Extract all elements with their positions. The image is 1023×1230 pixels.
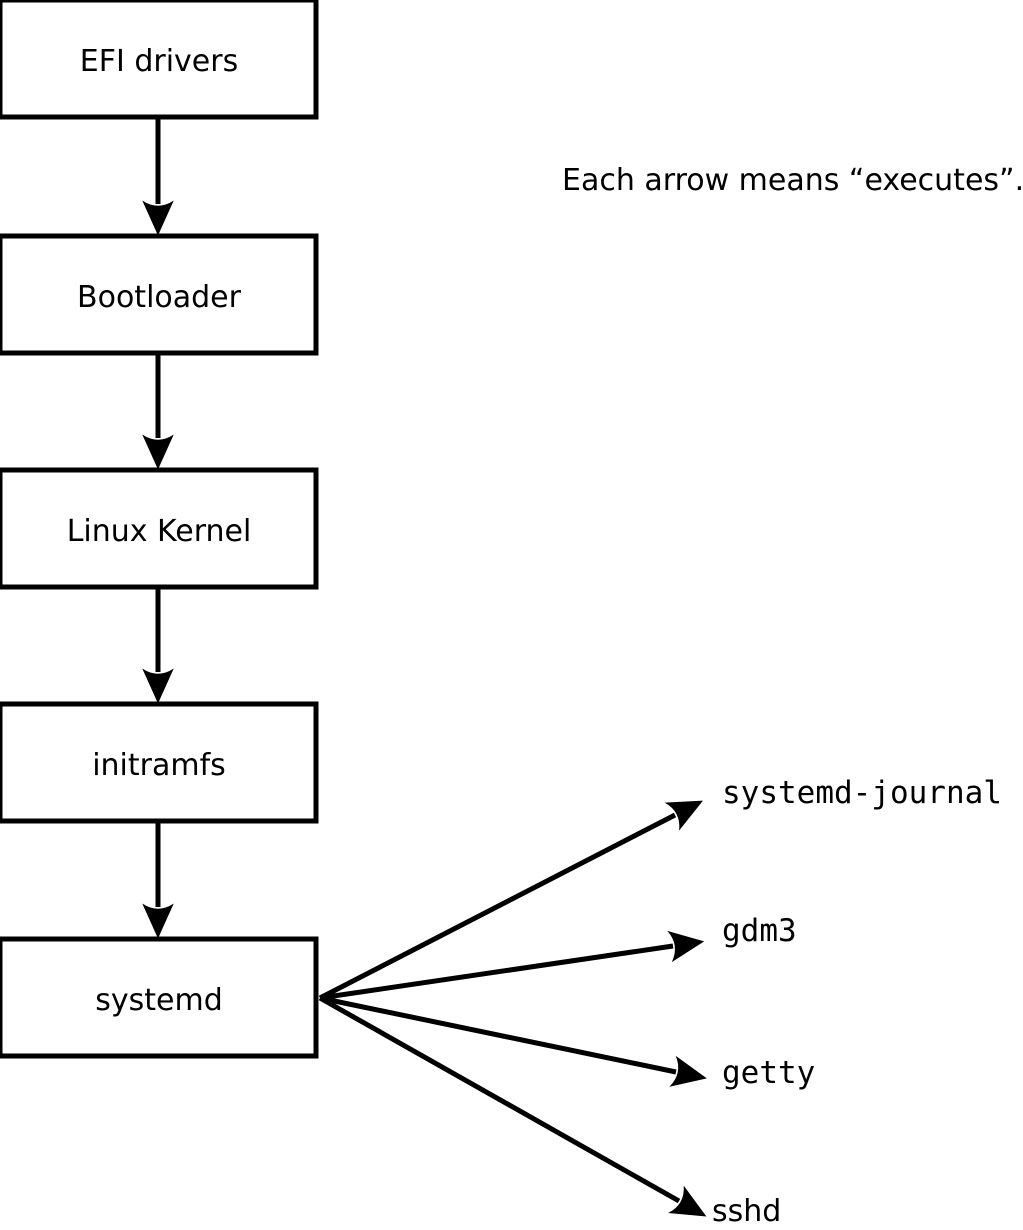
arrow-systemd-to-sshd xyxy=(318,995,707,1217)
box-initramfs-rect xyxy=(0,701,319,824)
box-systemd: systemd xyxy=(0,936,319,1059)
box-systemd-label: systemd xyxy=(95,983,223,1018)
box-efi-drivers-rect xyxy=(0,0,319,120)
box-efi-drivers-label: EFI drivers xyxy=(80,44,238,79)
box-bootloader: Bootloader xyxy=(0,233,319,356)
box-linux-kernel-label: Linux Kernel xyxy=(67,514,252,549)
box-linux-kernel: Linux Kernel xyxy=(0,467,319,590)
label-systemd-journal: systemd-journal xyxy=(722,775,1002,811)
arrow-legend-note: Each arrow means “executes”. xyxy=(562,163,1023,198)
box-initramfs-label: initramfs xyxy=(92,748,226,783)
label-getty: getty xyxy=(722,1055,815,1091)
box-efi-drivers: EFI drivers xyxy=(0,0,319,120)
arrow-systemd-to-gdm3 xyxy=(319,930,705,1001)
box-initramfs: initramfs xyxy=(0,701,319,824)
box-linux-kernel-rect xyxy=(0,467,319,590)
label-sshd: sshd xyxy=(712,1194,781,1229)
label-gdm3: gdm3 xyxy=(722,913,797,949)
arrow-systemd-to-getty xyxy=(319,995,707,1087)
box-systemd-rect xyxy=(0,936,319,1059)
box-bootloader-rect xyxy=(0,233,319,356)
box-bootloader-label: Bootloader xyxy=(77,280,242,315)
arrow-systemd-to-journal xyxy=(318,800,703,1001)
